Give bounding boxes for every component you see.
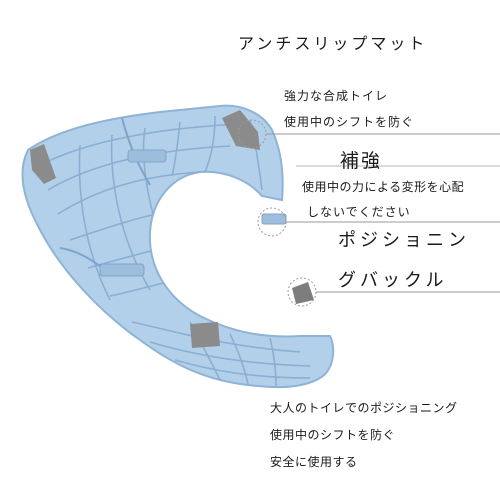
bottom-note-1: 大人のトイレでのポジショニング: [270, 401, 458, 415]
reinforce-heading: 補強: [340, 150, 383, 172]
reinforce-note-line1: 使用中の力による変形を心配: [302, 180, 465, 194]
callouts: [237, 119, 500, 307]
product-title: アンチスリップマット: [238, 34, 428, 53]
strength-note-line2: 使用中のシフトを防ぐ: [284, 115, 415, 129]
seat-body: [21, 104, 335, 389]
positioning-heading-line2: グバックル: [338, 270, 448, 291]
bottom-note-3: 安全に使用する: [270, 455, 358, 469]
strength-note-line1: 強力な合成トイレ: [284, 89, 389, 103]
reinforce-note-line2: しないでください: [307, 205, 411, 219]
positioning-heading-line1: ポジショニン: [338, 230, 470, 251]
bottom-note-2: 使用中のシフトを防ぐ: [270, 428, 396, 442]
anti-slip-pads: [30, 110, 314, 348]
